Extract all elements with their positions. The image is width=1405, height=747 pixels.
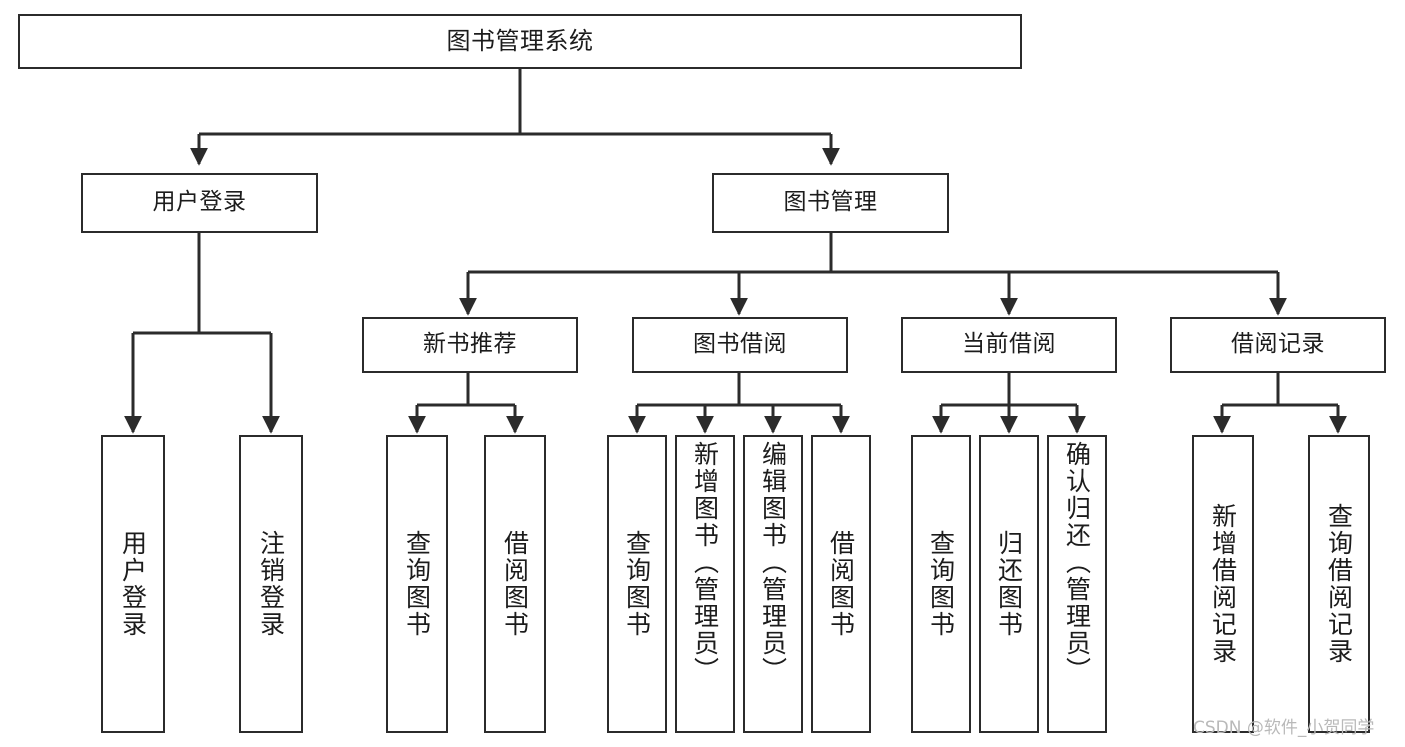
leaf-query-book-borrow[interactable]: 查询图书 <box>607 435 667 733</box>
node-label: 当前借阅 <box>962 331 1056 358</box>
node-label: 查询图书 <box>622 530 652 638</box>
node-label: 用户登录 <box>152 189 247 216</box>
watermark: CSDN @软件_小贺同学 <box>1193 718 1375 738</box>
node-label: 借阅图书 <box>826 530 856 638</box>
node-book-borrow[interactable]: 图书借阅 <box>632 317 848 373</box>
node-label: 归还图书 <box>994 530 1024 638</box>
leaf-query-book-current[interactable]: 查询图书 <box>911 435 971 733</box>
node-root-system[interactable]: 图书管理系统 <box>18 14 1022 69</box>
node-new-book-recommend[interactable]: 新书推荐 <box>362 317 578 373</box>
leaf-query-book-recommend[interactable]: 查询图书 <box>386 435 448 733</box>
node-label: 图书管理系统 <box>446 27 594 56</box>
leaf-return-book[interactable]: 归还图书 <box>979 435 1039 733</box>
node-label: 新增借阅记录 <box>1208 503 1238 665</box>
node-label: 借阅图书 <box>500 530 530 638</box>
node-label: 新增图书（管理员） <box>690 441 720 684</box>
node-label: 图书借阅 <box>693 331 787 358</box>
node-label: 注销登录 <box>256 530 286 638</box>
leaf-logout[interactable]: 注销登录 <box>239 435 303 733</box>
leaf-borrow-book-recommend[interactable]: 借阅图书 <box>484 435 546 733</box>
node-label: 新书推荐 <box>423 331 517 358</box>
node-label: 查询借阅记录 <box>1324 503 1354 665</box>
leaf-confirm-return-admin[interactable]: 确认归还（管理员） <box>1047 435 1107 733</box>
leaf-add-book-admin[interactable]: 新增图书（管理员） <box>675 435 735 733</box>
node-borrow-records[interactable]: 借阅记录 <box>1170 317 1386 373</box>
node-current-borrow[interactable]: 当前借阅 <box>901 317 1117 373</box>
node-label: 用户登录 <box>118 530 148 638</box>
node-user-login[interactable]: 用户登录 <box>81 173 318 233</box>
node-label: 编辑图书（管理员） <box>758 441 788 684</box>
leaf-borrow-book[interactable]: 借阅图书 <box>811 435 871 733</box>
leaf-add-borrow-record[interactable]: 新增借阅记录 <box>1192 435 1254 733</box>
node-label: 查询图书 <box>926 530 956 638</box>
leaf-query-borrow-record[interactable]: 查询借阅记录 <box>1308 435 1370 733</box>
node-book-management[interactable]: 图书管理 <box>712 173 949 233</box>
node-label: 图书管理 <box>783 189 878 216</box>
node-label: 借阅记录 <box>1231 331 1325 358</box>
leaf-edit-book-admin[interactable]: 编辑图书（管理员） <box>743 435 803 733</box>
leaf-user-login[interactable]: 用户登录 <box>101 435 165 733</box>
node-label: 查询图书 <box>402 530 432 638</box>
node-label: 确认归还（管理员） <box>1062 441 1092 684</box>
